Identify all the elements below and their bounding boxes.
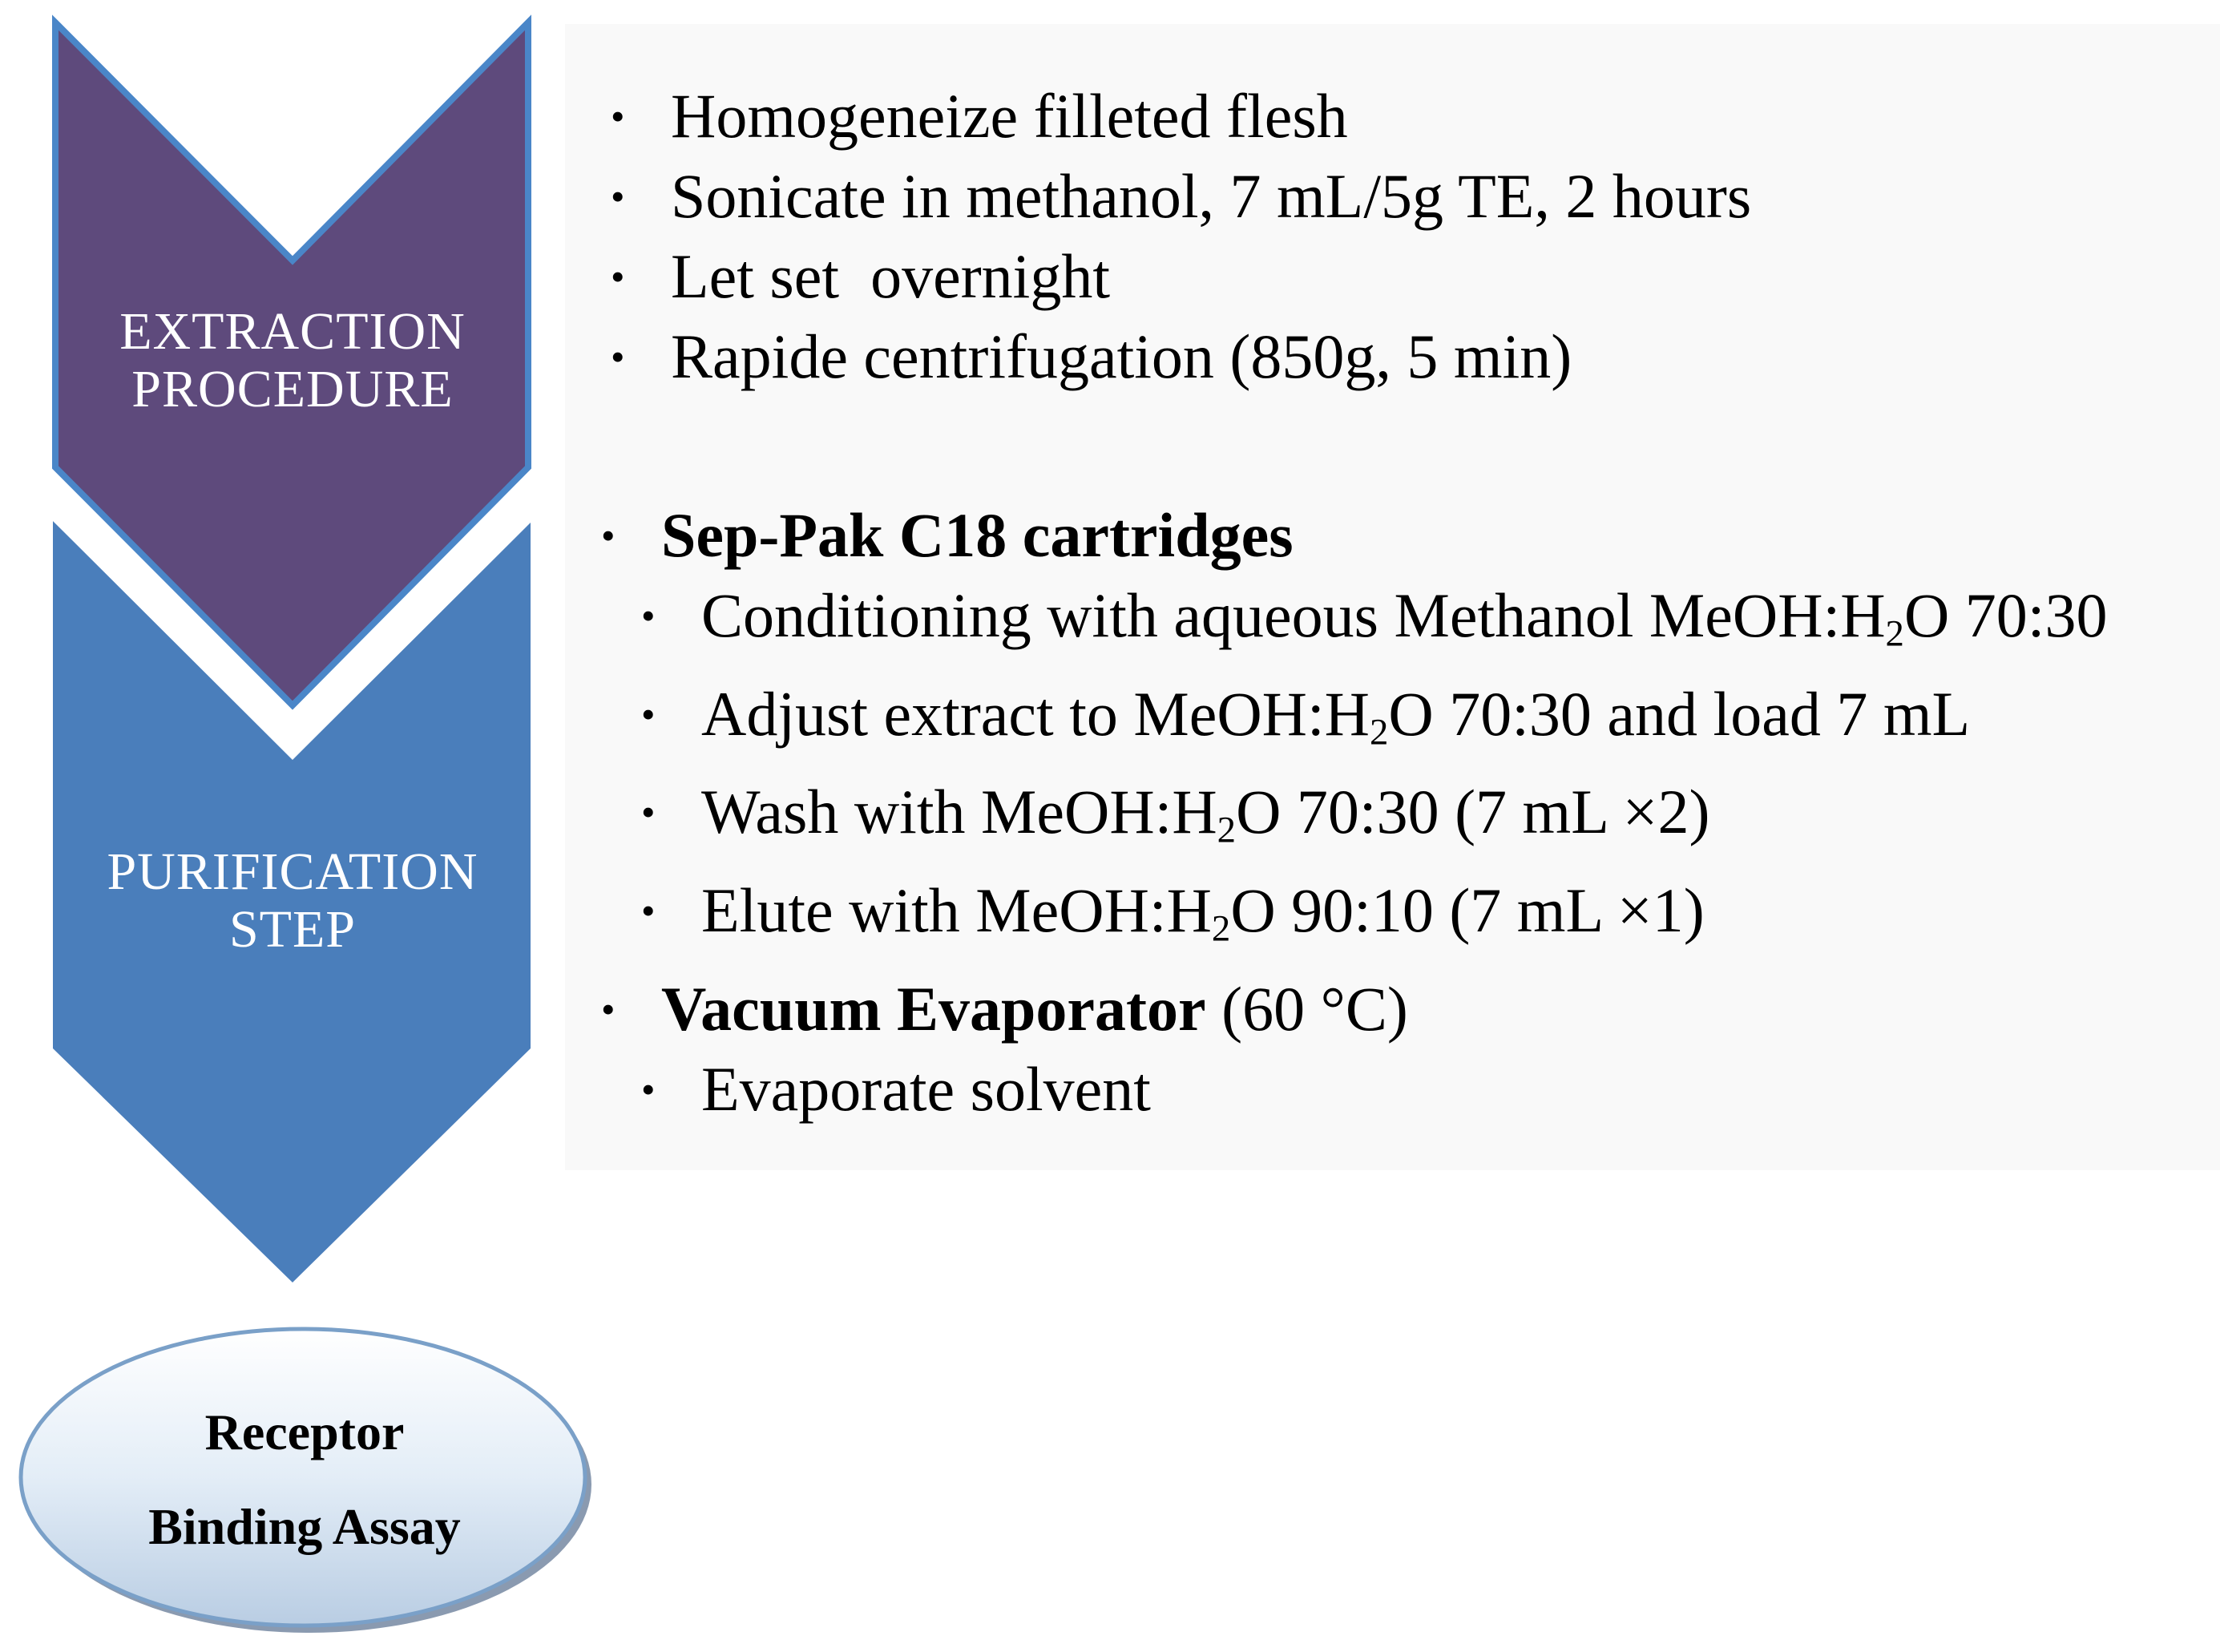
purification-list: •Sep-Pak C18 cartridges •Conditioning wi… — [601, 495, 2107, 1129]
bullet-icon: • — [641, 691, 656, 737]
bullet-icon: • — [611, 174, 625, 219]
final-label-line1: Receptor — [204, 1404, 405, 1460]
bullet-icon: • — [641, 1066, 656, 1112]
extraction-item: •Let set overnight — [611, 236, 1751, 317]
bullet-icon: • — [601, 513, 616, 558]
purification-label-line1: PURIFICATION — [107, 842, 478, 901]
final-step-label: Receptor Binding Assay — [32, 1385, 577, 1574]
final-oval — [18, 1327, 587, 1628]
purification-item: •Sep-Pak C18 cartridges — [601, 495, 2107, 576]
purification-subitem: •Conditioning with aqueous Methanol MeOH… — [601, 576, 2107, 674]
bullet-icon: • — [611, 94, 625, 139]
extraction-item: •Homogeneize filleted flesh — [611, 76, 1751, 156]
purification-step-label: PURIFICATION STEP — [72, 843, 513, 959]
purification-subitem: •Wash with MeOH:H2O 70:30 (7 mL ×2) — [601, 772, 2107, 870]
extraction-label-line2: PROCEDURE — [131, 360, 454, 418]
final-label-line2: Binding Assay — [148, 1498, 461, 1555]
extraction-panel — [565, 24, 2220, 1170]
extraction-item: •Rapide centrifugation (850g, 5 min) — [611, 317, 1751, 397]
purification-subitem: •Adjust extract to MeOH:H2O 70:30 and lo… — [601, 674, 2107, 773]
bullet-icon: • — [611, 254, 625, 299]
purification-chevron — [53, 521, 531, 1282]
bullet-icon: • — [611, 334, 625, 379]
bullet-icon: • — [601, 986, 616, 1032]
purification-subitem: •Evaporate solvent — [601, 1049, 2107, 1129]
bullet-icon: • — [641, 888, 656, 934]
extraction-item: •Sonicate in methanol, 7 mL/5g TE, 2 hou… — [611, 156, 1751, 236]
extraction-chevron — [52, 14, 531, 710]
bullet-icon: • — [641, 593, 656, 638]
bullet-icon: • — [641, 790, 656, 835]
extraction-list: •Homogeneize filleted flesh •Sonicate in… — [611, 76, 1751, 397]
purification-item: •Vacuum Evaporator (60 °C) — [601, 969, 2107, 1049]
extraction-step-label: EXTRACTION PROCEDURE — [88, 303, 497, 418]
purification-subitem: •Elute with MeOH:H2O 90:10 (7 mL ×1) — [601, 870, 2107, 969]
extraction-label-line1: EXTRACTION — [119, 302, 466, 361]
purification-label-line2: STEP — [228, 900, 357, 959]
